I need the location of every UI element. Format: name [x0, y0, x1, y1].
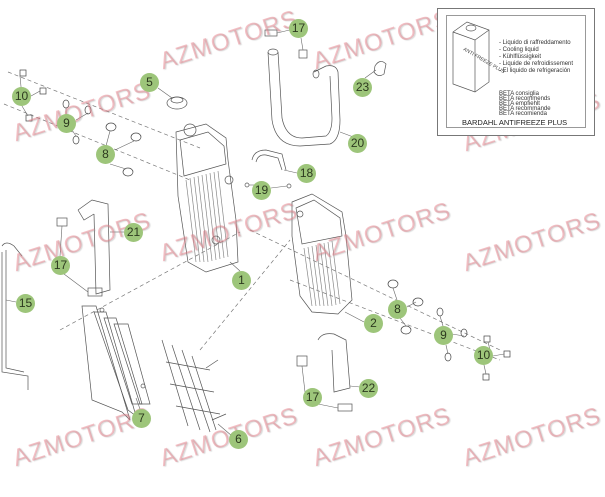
- legend-liquid-fr: - Liquide de refroidissement: [499, 61, 574, 67]
- callout-part-2[interactable]: 2: [364, 314, 383, 333]
- legend-liquid-en: - Cooling liquid: [499, 47, 539, 53]
- callout-part-23[interactable]: 23: [353, 78, 372, 97]
- legend-liquid-it: - Liquido di raffreddamento: [499, 40, 571, 46]
- callout-part-17[interactable]: 17: [51, 256, 70, 275]
- legend-liquid-de: - Kühlflüssigkeit: [499, 54, 542, 60]
- legend-reco-fr: BETA recommande: [499, 106, 551, 112]
- radiator-grille-art: [161, 339, 227, 433]
- radiator-right-art: [291, 193, 353, 315]
- callout-part-22[interactable]: 22: [359, 379, 378, 398]
- antifreeze-can-icon: ANTI FREEZE PLUS: [452, 21, 506, 93]
- callout-part-10[interactable]: 10: [474, 346, 493, 365]
- callout-part-8[interactable]: 8: [96, 145, 115, 164]
- callout-part-9[interactable]: 9: [434, 326, 453, 345]
- antifreeze-legend-box: ANTI FREEZE PLUS - Liquido di raffreddam…: [437, 8, 595, 136]
- legend-liquid-es: - El liquido de refrigeración: [499, 68, 571, 74]
- callout-part-6[interactable]: 6: [229, 430, 248, 449]
- callout-part-1[interactable]: 1: [232, 271, 251, 290]
- callout-part-10[interactable]: 10: [12, 87, 31, 106]
- callout-part-5[interactable]: 5: [140, 73, 159, 92]
- callout-part-15[interactable]: 15: [16, 294, 35, 313]
- callout-part-17[interactable]: 17: [303, 388, 322, 407]
- legend-inner-frame: ANTI FREEZE PLUS - Liquido di raffreddam…: [446, 15, 586, 128]
- legend-reco-en: BETA recommends: [499, 96, 551, 102]
- legend-reco-de: BETA empfiehlt: [499, 101, 540, 107]
- callout-part-20[interactable]: 20: [348, 134, 367, 153]
- callout-part-8[interactable]: 8: [388, 300, 407, 319]
- louver-cover-art: [81, 305, 151, 421]
- legend-reco-es: BETA recomienda: [499, 111, 547, 117]
- callout-part-18[interactable]: 18: [297, 164, 316, 183]
- callout-part-19[interactable]: 19: [252, 181, 271, 200]
- callout-part-21[interactable]: 21: [124, 223, 143, 242]
- legend-reco-it: BETA consiglia: [499, 91, 539, 97]
- legend-product-name: BARDAHL ANTIFREEZE PLUS: [462, 118, 568, 127]
- callout-part-7[interactable]: 7: [132, 409, 151, 428]
- callout-part-17[interactable]: 17: [289, 19, 308, 38]
- radiator-left-art: [175, 123, 239, 273]
- callout-part-9[interactable]: 9: [57, 114, 76, 133]
